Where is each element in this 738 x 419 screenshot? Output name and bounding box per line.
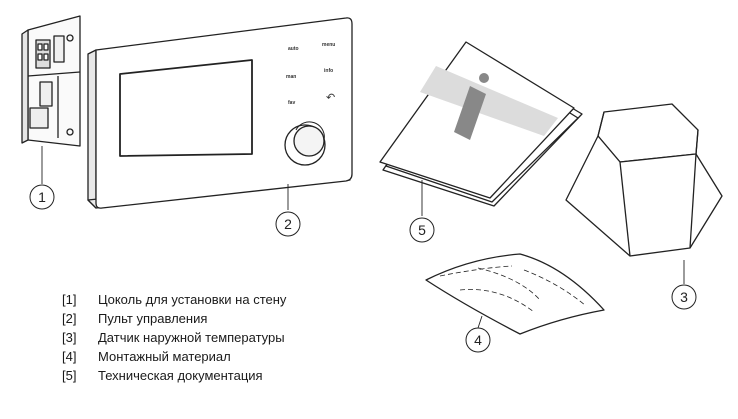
- callout-2: 2: [284, 216, 292, 232]
- button-fav-label: fav: [288, 100, 295, 106]
- legend-text: Датчик наружной температуры: [98, 330, 285, 345]
- callout-circles: [29, 184, 697, 353]
- callout-leaders: [41, 146, 685, 329]
- legend-text: Монтажный материал: [98, 349, 231, 364]
- button-man-label: man: [286, 74, 296, 80]
- legend-text: Пульт управления: [98, 311, 208, 326]
- callout-3: 3: [680, 289, 688, 305]
- button-info-label: info: [324, 68, 333, 74]
- legend-text: Техническая документация: [98, 368, 263, 383]
- documentation-booklet: [379, 41, 583, 207]
- callout-5: 5: [418, 222, 426, 238]
- legend-number: [2]: [62, 311, 77, 326]
- button-auto-label: auto: [288, 46, 299, 52]
- wall-base: [21, 15, 81, 147]
- button-menu-label: menu: [322, 42, 335, 48]
- legend-text: Цоколь для установки на стену: [98, 292, 287, 307]
- outdoor-sensor: [565, 103, 723, 257]
- legend-item: [1] Цоколь для установки на стену: [62, 290, 286, 309]
- callout-4: 4: [474, 332, 482, 348]
- legend-number: [1]: [62, 292, 77, 307]
- mounting-bag: [425, 253, 605, 335]
- legend-number: [5]: [62, 368, 77, 383]
- legend-item: [3] Датчик наружной температуры: [62, 328, 286, 347]
- legend-number: [4]: [62, 349, 77, 364]
- legend-number: [3]: [62, 330, 77, 345]
- legend-item: [2] Пульт управления: [62, 309, 286, 328]
- control-unit: [87, 17, 353, 209]
- legend-item: [5] Техническая документация: [62, 366, 286, 385]
- callout-1: 1: [38, 189, 46, 205]
- back-arrow-icon: ↶: [326, 91, 335, 104]
- legend-list: [1] Цоколь для установки на стену [2] Пуль…: [62, 290, 286, 385]
- legend-item: [4] Монтажный материал: [62, 347, 286, 366]
